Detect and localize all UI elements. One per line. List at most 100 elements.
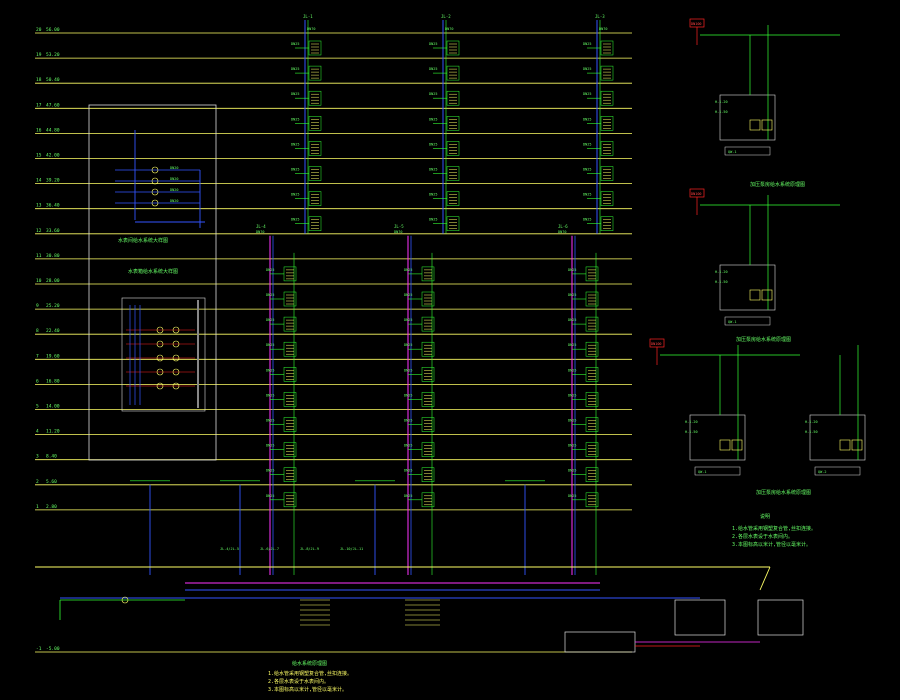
branch-size: DN25 — [266, 268, 274, 272]
branch-size: DN25 — [404, 419, 412, 423]
branch-size: DN25 — [568, 343, 576, 347]
bottom-riser-label: JL-4/JL-5 — [220, 547, 239, 551]
branch-size: DN25 — [429, 42, 437, 46]
branch-size: DN25 — [291, 117, 299, 121]
floor-elevation--1: -5.00 — [46, 646, 60, 652]
pump-icon — [839, 439, 851, 451]
branch-size: DN25 — [583, 42, 591, 46]
pump-icon — [851, 439, 863, 451]
branch-size: DN25 — [291, 67, 299, 71]
branch-size: DN25 — [404, 268, 412, 272]
branch-size: DN25 — [568, 444, 576, 448]
floor-number-7: 7 — [36, 353, 39, 359]
water-tank — [719, 264, 776, 311]
pump-label: QW-1 — [728, 150, 736, 154]
pipe-elev-label: H-1.20 — [715, 270, 728, 274]
branch-size: DN25 — [266, 343, 274, 347]
floor-elevation-8: 22.40 — [46, 328, 60, 334]
pump-icon — [749, 119, 761, 131]
pipe-elev-label: H-1.50 — [805, 430, 818, 434]
pipe-elev-label: H-1.50 — [715, 110, 728, 114]
floor-number-5: 5 — [36, 404, 39, 410]
floor-elevation-17: 47.60 — [46, 102, 60, 108]
floor-elevation-12: 33.60 — [46, 228, 60, 234]
red-tag-label: DN100 — [691, 22, 702, 26]
water-meter-icon — [156, 354, 164, 362]
meter-size: DN20 — [170, 199, 178, 203]
valve-icon — [121, 596, 129, 604]
riser-id: JL-6 — [558, 224, 568, 229]
pipe-elev-label: H-1.20 — [715, 100, 728, 104]
riser-size: DN70 — [445, 27, 453, 31]
branch-size: DN25 — [266, 393, 274, 397]
pump-icon — [731, 439, 743, 451]
water-meter-icon — [151, 188, 159, 196]
floor-number-17: 17 — [36, 102, 42, 108]
floor-number-2: 2 — [36, 479, 39, 485]
branch-size: DN25 — [568, 318, 576, 322]
riser-size: DN70 — [394, 230, 402, 234]
branch-size: DN25 — [568, 419, 576, 423]
red-tag-label: DN100 — [691, 192, 702, 196]
floor-number-12: 12 — [36, 228, 42, 234]
branch-size: DN25 — [583, 193, 591, 197]
floor-elevation-2: 5.60 — [46, 479, 57, 485]
floor-elevation-7: 19.60 — [46, 353, 60, 359]
branch-size: DN25 — [568, 293, 576, 297]
notes-line-1: 1.给水管采用钢塑复合管,丝扣连接。 — [732, 525, 816, 532]
branch-size: DN25 — [583, 117, 591, 121]
floor-number-15: 15 — [36, 153, 42, 159]
branch-size: DN25 — [568, 494, 576, 498]
floor-elevation-19: 53.20 — [46, 52, 60, 58]
branch-size: DN25 — [291, 42, 299, 46]
branch-size: DN25 — [429, 218, 437, 222]
riser-size: DN70 — [256, 230, 264, 234]
branch-size: DN25 — [404, 494, 412, 498]
floor-number-20: 20 — [36, 27, 42, 33]
branch-size: DN25 — [429, 168, 437, 172]
pump-icon — [761, 289, 773, 301]
branch-size: DN25 — [583, 168, 591, 172]
water-tank — [809, 414, 866, 461]
floor-elevation-20: 56.00 — [46, 27, 60, 33]
riser-size: DN70 — [558, 230, 566, 234]
water-meter-icon — [156, 326, 164, 334]
water-meter-icon — [156, 340, 164, 348]
water-meter-icon — [172, 326, 180, 334]
pump-room-title-2: 加压泵房给水系统原理图 — [736, 336, 791, 343]
riser-size: DN70 — [307, 27, 315, 31]
water-meter-icon — [151, 199, 159, 207]
branch-size: DN25 — [429, 67, 437, 71]
branch-size: DN25 — [429, 142, 437, 146]
bottom-riser-label: JL-8/JL-9 — [300, 547, 319, 551]
tank-label-box — [724, 146, 771, 156]
branch-size: DN25 — [291, 92, 299, 96]
floor-number-18: 18 — [36, 77, 42, 83]
bottom-riser-label: JL-10/JL-11 — [340, 547, 363, 551]
floor-number-11: 11 — [36, 253, 42, 259]
branch-size: DN25 — [266, 318, 274, 322]
floor-elevation-14: 39.20 — [46, 178, 60, 184]
floor-elevation-16: 44.80 — [46, 127, 60, 133]
water-meter-icon — [151, 166, 159, 174]
floor-elevation-18: 50.40 — [46, 77, 60, 83]
pump-label: QW-2 — [818, 470, 826, 474]
manifold-box-2 — [757, 599, 804, 636]
floor-number-9: 9 — [36, 303, 39, 309]
branch-size: DN25 — [266, 444, 274, 448]
meter-size: DN20 — [170, 188, 178, 192]
branch-size: DN25 — [404, 293, 412, 297]
pipe-elev-label: H-1.50 — [715, 280, 728, 284]
branch-size: DN25 — [568, 469, 576, 473]
branch-size: DN25 — [429, 92, 437, 96]
riser-id: JL-1 — [303, 14, 313, 19]
branch-size: DN25 — [404, 444, 412, 448]
manifold-box-1 — [674, 599, 726, 636]
water-meter-icon — [156, 368, 164, 376]
pump-icon — [719, 439, 731, 451]
red-tag-label: DN100 — [651, 342, 662, 346]
riser-id: JL-4 — [256, 224, 266, 229]
